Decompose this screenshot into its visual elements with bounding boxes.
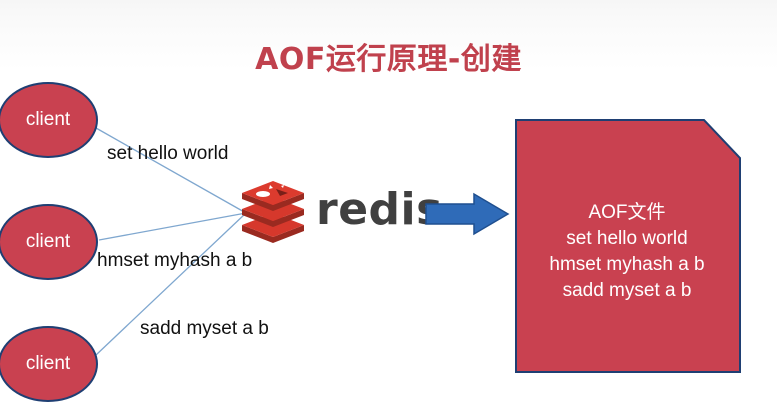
aof-file-shape bbox=[515, 119, 741, 373]
aof-file-line: hmset myhash a b bbox=[549, 254, 705, 275]
aof-file-heading: AOF文件 bbox=[588, 202, 666, 223]
aof-file-content: AOF文件 set hello world hmset myhash a b s… bbox=[514, 200, 740, 304]
arrow-right-icon bbox=[425, 192, 510, 236]
client-label: client bbox=[25, 109, 71, 130]
command-label-1: set hello world bbox=[107, 143, 229, 164]
redis-wordmark: redis bbox=[316, 184, 443, 235]
client-node-1: client bbox=[0, 82, 98, 158]
diagram-title: AOF运行原理-创建 bbox=[255, 42, 522, 77]
client-node-2: client bbox=[0, 204, 98, 280]
connector-line-1 bbox=[95, 127, 247, 214]
client-label: client bbox=[25, 231, 71, 252]
connector-line-3 bbox=[95, 212, 247, 356]
command-label-2: hmset myhash a b bbox=[97, 250, 253, 271]
aof-file-line: sadd myset a b bbox=[562, 280, 692, 301]
aof-file-line: set hello world bbox=[566, 228, 688, 249]
command-label-3: sadd myset a b bbox=[140, 318, 269, 339]
client-label: client bbox=[25, 353, 71, 374]
connector-line-2 bbox=[98, 212, 247, 241]
redis-logo-icon bbox=[242, 181, 304, 243]
client-node-3: client bbox=[0, 326, 98, 402]
